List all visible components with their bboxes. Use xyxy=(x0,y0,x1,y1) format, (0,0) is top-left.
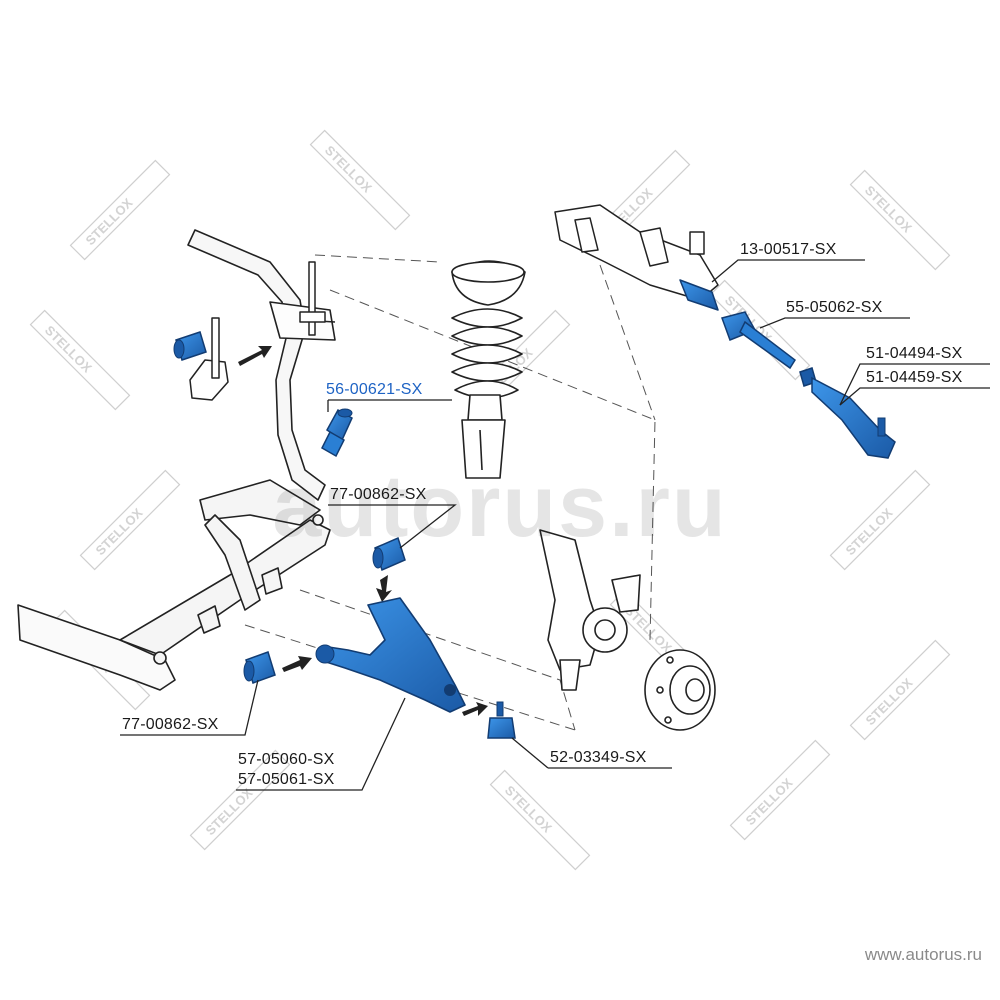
svg-text:STELLOX: STELLOX xyxy=(203,785,256,838)
svg-text:STELLOX: STELLOX xyxy=(863,675,916,728)
label-tie-rod-end-2: 51-04459-SX xyxy=(866,369,963,386)
arrow-bracket xyxy=(238,346,272,366)
label-control-arm-1: 57-05060-SX xyxy=(238,751,335,768)
svg-text:STELLOX: STELLOX xyxy=(322,143,375,196)
projection-lines xyxy=(244,254,656,731)
strut-assembly xyxy=(451,260,526,479)
label-rack: 13-00517-SX xyxy=(740,241,837,258)
leader-lines xyxy=(120,259,990,791)
svg-text:STELLOX: STELLOX xyxy=(502,783,555,836)
label-stabilizer-link: 56-00621-SX xyxy=(326,381,423,398)
label-bushing-upper: 77-00862-SX xyxy=(330,486,427,503)
label-tie-rod-end-1: 51-04494-SX xyxy=(866,345,963,362)
svg-text:STELLOX: STELLOX xyxy=(743,775,796,828)
stabilizer-bushing-part xyxy=(173,331,207,361)
steering-rack xyxy=(554,204,719,311)
steering-knuckle xyxy=(539,529,641,691)
svg-text:STELLOX: STELLOX xyxy=(83,195,136,248)
stabilizer-bracket xyxy=(189,261,326,401)
label-tie-rod: 55-05062-SX xyxy=(786,299,883,316)
svg-text:STELLOX: STELLOX xyxy=(42,323,95,376)
bushing-upper-part xyxy=(372,536,406,602)
ball-joint-part xyxy=(462,701,516,739)
bushing-lower-part xyxy=(243,651,312,684)
label-ball-joint: 52-03349-SX xyxy=(550,749,647,766)
subframe xyxy=(17,479,331,691)
stabilizer-link-part xyxy=(321,408,353,458)
wheel-hub xyxy=(644,649,716,731)
tie-rod-part xyxy=(721,311,796,370)
label-control-arm-2: 57-05061-SX xyxy=(238,771,335,788)
svg-text:STELLOX: STELLOX xyxy=(862,183,915,236)
control-arm-part xyxy=(315,597,466,713)
site-url[interactable]: www.autorus.ru xyxy=(864,945,982,964)
tie-rod-end-part xyxy=(799,367,896,459)
label-bushing-lower: 77-00862-SX xyxy=(122,716,219,733)
site-watermark: autorus.ru xyxy=(272,456,728,555)
